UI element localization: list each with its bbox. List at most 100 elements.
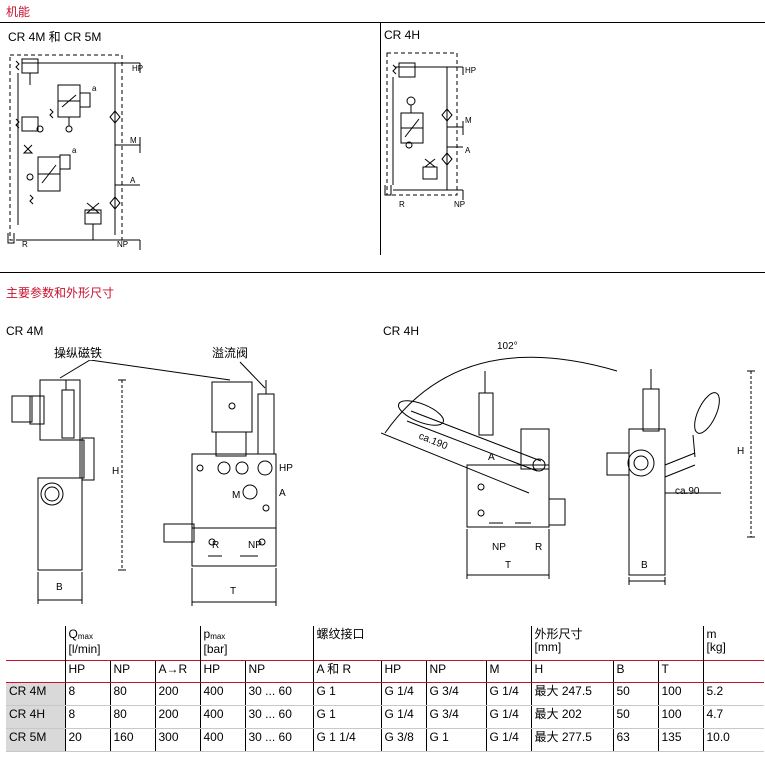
right-port-np: NP (454, 200, 466, 209)
schematic-left-title: CR 4M 和 CR 5M (8, 30, 102, 44)
cr4m-port-r: R (212, 540, 220, 551)
header-pmax: pmax[bar] (199, 626, 313, 661)
table-cell: 80 (109, 705, 155, 729)
column-header: NP (425, 660, 486, 683)
schematic-enclosure-right (386, 52, 458, 196)
cr4h-side-body (628, 428, 666, 576)
table-cell: 50 (612, 705, 658, 729)
cr4m-dim-b: B (56, 582, 63, 593)
table-cell: 100 (657, 705, 703, 729)
table-cell: 400 (199, 682, 245, 706)
drawing-cr4m-title: CR 4M (6, 324, 44, 338)
cr4h-dim-ca90: ca.90 (675, 486, 700, 497)
cr4m-port-a: A (279, 488, 286, 499)
params-section-title: 主要参数和外形尺寸 (6, 286, 115, 300)
table-cell: 4.7 (702, 705, 764, 729)
cr4h-port-r: R (535, 542, 543, 553)
right-port-m: M (465, 116, 472, 125)
schematic-cr4m-cr5m (7, 54, 141, 250)
angle-arc (384, 356, 618, 434)
right-port-r: R (399, 200, 405, 209)
cr4h-port-a: A (488, 452, 495, 463)
column-header-empty (6, 660, 65, 683)
column-header: H (530, 660, 613, 683)
header-dims: 外形尺寸[mm] (530, 626, 703, 661)
section-divider-top (0, 22, 765, 23)
left-port-m: M (130, 136, 137, 145)
column-header: B (612, 660, 658, 683)
spec-header-columns: HP NP A→R HP NP A 和 R HP NP M H B T (6, 660, 764, 683)
left-port-a-lower-2: a (72, 146, 77, 155)
table-cell: G 3/4 (425, 682, 486, 706)
drawing-cr4m (11, 360, 277, 606)
column-header: M (485, 660, 531, 683)
cr4h-dim-h: H (737, 446, 745, 457)
table-cell: 200 (154, 705, 200, 729)
table-cell: G 1 (312, 705, 381, 729)
column-header: NP (109, 660, 155, 683)
row-model: CR 4M (6, 682, 65, 706)
table-cell: G 1/4 (485, 728, 531, 752)
table-cell: G 1/4 (485, 682, 531, 706)
cr4m-dim-t: T (230, 586, 237, 597)
schematic-cr4h (384, 52, 464, 200)
cr4h-front-body (466, 464, 550, 528)
table-cell: 5.2 (702, 682, 764, 706)
table-cell: G 3/8 (380, 728, 426, 752)
label-relief-valve: 溢流阀 (212, 346, 249, 360)
left-port-r: R (22, 240, 28, 249)
cr4m-port-hp: HP (279, 463, 293, 474)
table-cell: 300 (154, 728, 200, 752)
row-model: CR 4H (6, 705, 65, 729)
left-port-a-lower-1: a (92, 84, 97, 93)
cr4h-port-np: NP (492, 542, 506, 553)
column-header: HP (199, 660, 245, 683)
schematic-right-title: CR 4H (384, 28, 421, 42)
column-header: HP (64, 660, 110, 683)
drawing-cr4h (381, 356, 755, 585)
table-row: CR 5M 20 160 300 400 30 ... 60 G 1 1/4 G… (6, 728, 764, 752)
table-cell: 63 (612, 728, 658, 752)
left-port-hp: HP (132, 64, 144, 73)
column-header: T (657, 660, 703, 683)
cr4m-port-np: NP (248, 540, 262, 551)
spec-header-groups: Qmax[l/min] pmax[bar] 螺纹接口 外形尺寸[mm] m[kg… (6, 626, 764, 661)
column-header: HP (380, 660, 426, 683)
right-port-a: A (465, 146, 471, 155)
cr4h-dim-t: T (505, 560, 512, 571)
table-cell: 30 ... 60 (244, 682, 313, 706)
table-cell: G 1/4 (485, 705, 531, 729)
table-cell: G 1/4 (380, 682, 426, 706)
cr4m-port-m: M (232, 490, 241, 501)
column-header: NP (244, 660, 313, 683)
cr4m-dim-h: H (112, 466, 120, 477)
column-header: A 和 R (312, 660, 381, 683)
table-cell: 20 (64, 728, 110, 752)
cr4h-angle: 102° (497, 341, 518, 352)
cr4h-dim-b: B (641, 560, 648, 571)
table-cell: 400 (199, 705, 245, 729)
table-row: CR 4H 8 80 200 400 30 ... 60 G 1 G 1/4 G… (6, 705, 764, 729)
table-cell: G 1 (425, 728, 486, 752)
table-cell: 最大 277.5 (530, 728, 613, 752)
function-section-title: 机能 (6, 5, 31, 19)
table-cell: 8 (64, 705, 110, 729)
table-cell: G 1 1/4 (312, 728, 381, 752)
spec-table: Qmax[l/min] pmax[bar] 螺纹接口 外形尺寸[mm] m[kg… (6, 626, 764, 752)
table-cell: 8 (64, 682, 110, 706)
table-cell: G 3/4 (425, 705, 486, 729)
table-cell: G 1 (312, 682, 381, 706)
table-cell: 最大 247.5 (530, 682, 613, 706)
table-cell: 100 (657, 682, 703, 706)
column-header-mass (702, 660, 764, 683)
header-empty (6, 626, 65, 661)
header-mass: m[kg] (702, 626, 764, 661)
table-cell: 400 (199, 728, 245, 752)
label-solenoid: 操纵磁铁 (54, 346, 103, 360)
table-cell: 160 (109, 728, 155, 752)
table-cell: 135 (657, 728, 703, 752)
table-cell: 10.0 (702, 728, 764, 752)
table-cell: 最大 202 (530, 705, 613, 729)
table-cell: 30 ... 60 (244, 705, 313, 729)
cr4m-front-body (191, 453, 277, 567)
